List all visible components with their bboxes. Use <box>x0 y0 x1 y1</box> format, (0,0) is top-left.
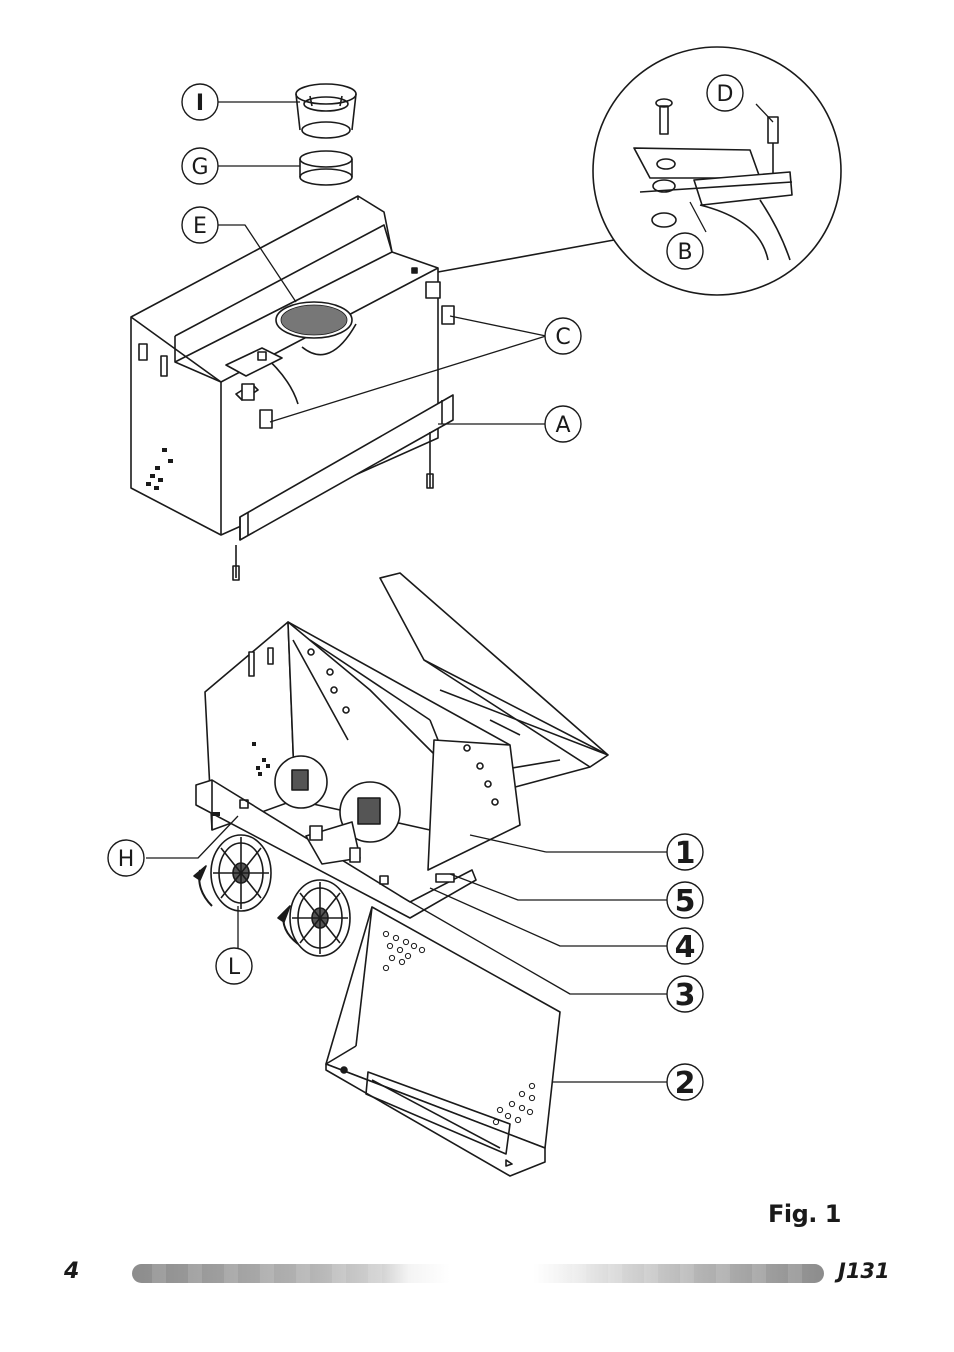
footer-gradient-bar <box>132 1264 824 1283</box>
callout-label-2: 2 <box>675 1066 696 1101</box>
flange-i <box>296 84 356 138</box>
callout-label-5: 5 <box>675 884 696 919</box>
carbon-filter-right <box>278 880 350 956</box>
document-code: J131 <box>838 1259 890 1283</box>
front-panel <box>326 907 560 1176</box>
callout-label-h: H <box>118 847 135 872</box>
callout-label-e: E <box>193 214 207 239</box>
callout-label-a: A <box>555 413 570 438</box>
spigot-g <box>300 151 352 185</box>
callout-label-3: 3 <box>675 978 696 1013</box>
figure-caption: Fig. 1 <box>768 1200 841 1228</box>
hood-box-upper <box>131 196 454 580</box>
callout-label-g: G <box>191 155 208 180</box>
carbon-filter-left <box>194 835 271 911</box>
callout-label-d: D <box>717 82 734 107</box>
callout-label-c: C <box>555 325 570 350</box>
detail-magnifier <box>438 47 841 295</box>
page-number: 4 <box>64 1259 79 1284</box>
callout-label-1: 1 <box>675 836 696 871</box>
callout-label-i: I <box>196 91 204 116</box>
callout-label-b: B <box>677 240 692 265</box>
callout-label-l: L <box>228 955 241 980</box>
callout-label-4: 4 <box>675 930 696 965</box>
